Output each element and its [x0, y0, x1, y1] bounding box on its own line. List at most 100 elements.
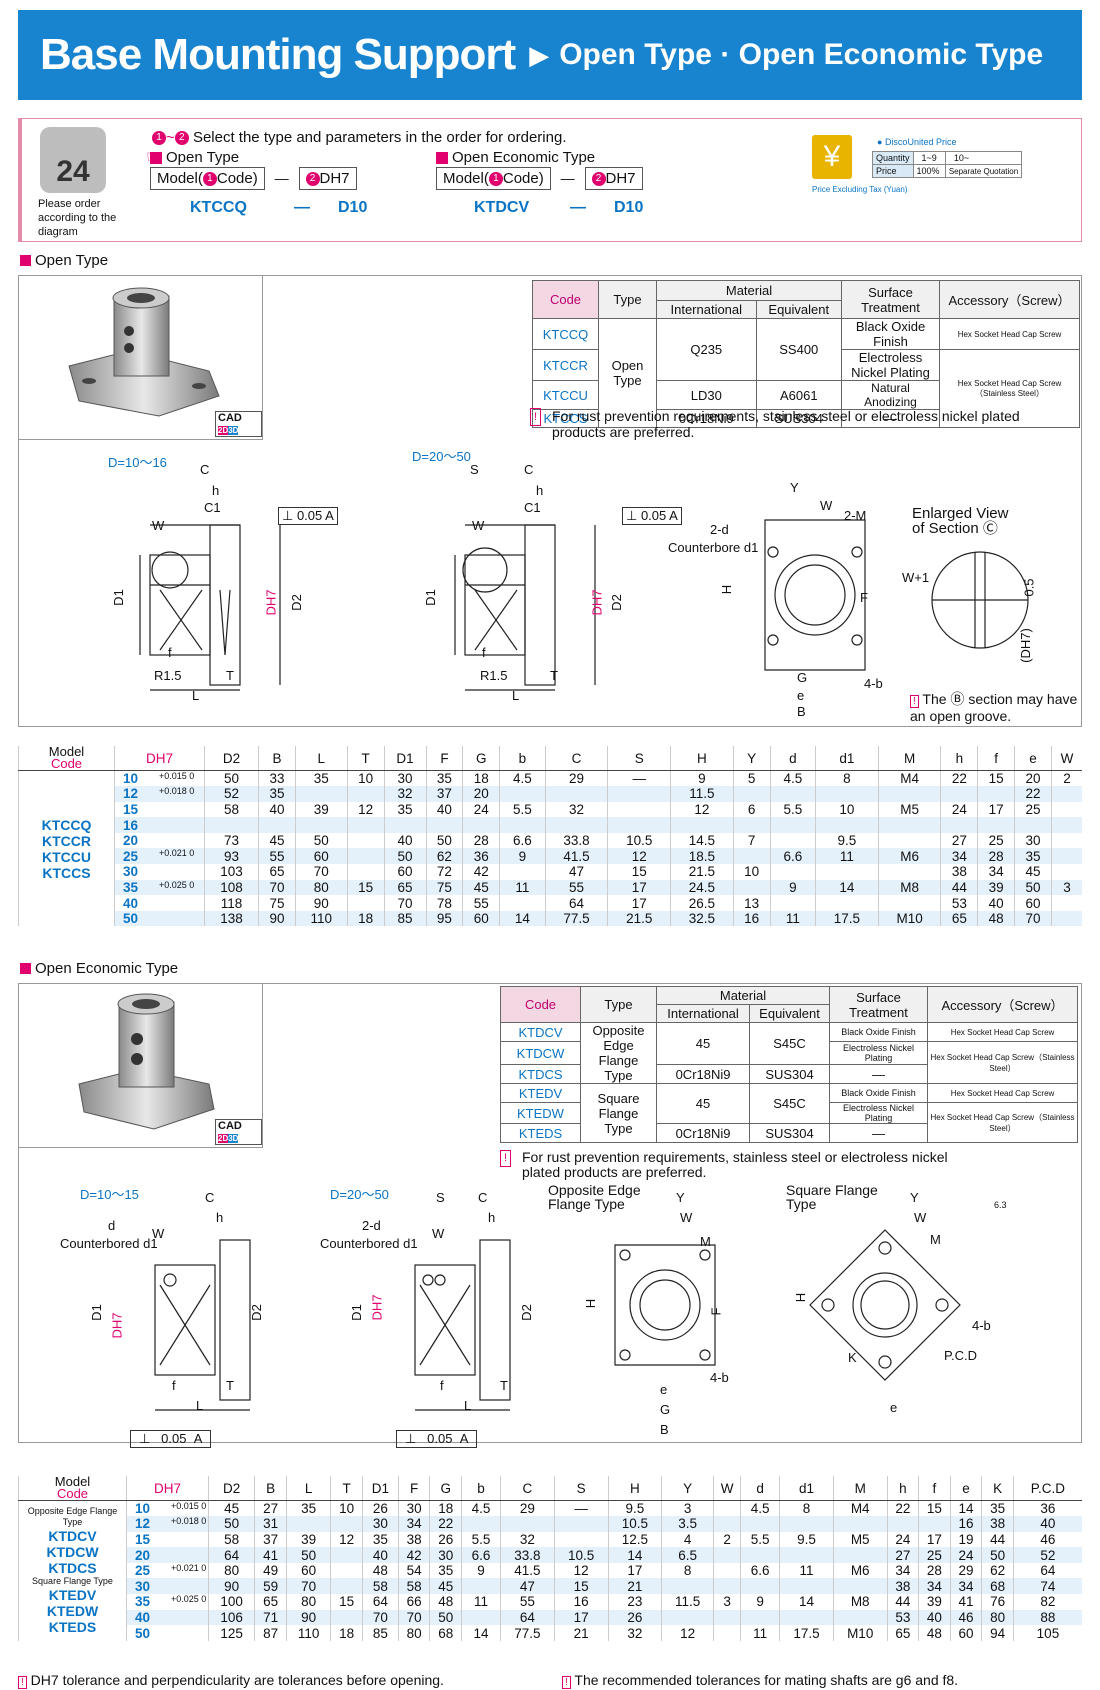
eco-opposite-flange-view — [614, 1244, 716, 1366]
table-cell: 138 — [203, 910, 259, 927]
dh7-cell: 20 — [114, 832, 205, 849]
table-cell: 80 — [294, 879, 348, 896]
table-cell: 93 — [203, 848, 259, 865]
dh7-cell: 35+0.025 0 — [126, 1594, 209, 1610]
table-cell — [877, 832, 941, 849]
column-header: D2 — [203, 746, 259, 771]
column-header: d1 — [779, 1476, 834, 1501]
open-type-heading: Open Type — [150, 149, 239, 166]
table-cell: 45 — [429, 1578, 462, 1595]
step-1-icon: 1 — [152, 131, 166, 146]
table-cell — [258, 817, 296, 833]
table-cell: 75 — [425, 879, 463, 896]
column-header: H — [670, 746, 734, 771]
table-cell: 33.8 — [500, 1547, 555, 1563]
table-cell: 60 — [285, 1562, 331, 1579]
table-cell: M5 — [832, 1531, 888, 1548]
table-cell — [1050, 895, 1082, 911]
table-cell: 22 — [886, 1500, 919, 1517]
table-cell: 47 — [500, 1578, 555, 1595]
tolerance-frame: ⊥ 0.05 A — [396, 1430, 478, 1448]
table-cell: 50 — [285, 1547, 331, 1563]
table-cell: 8 — [779, 1500, 834, 1517]
table-cell: 58 — [207, 1531, 255, 1548]
table-cell — [815, 895, 879, 911]
table-cell: 68 — [981, 1578, 1014, 1595]
table-cell — [553, 1516, 609, 1532]
table-cell — [732, 817, 771, 833]
table-cell: 23 — [607, 1594, 662, 1610]
table-cell: M6 — [877, 848, 941, 865]
open-photo-frame: CAD 2D3D — [18, 275, 263, 440]
b-section-note: ! The Ⓑ section may have an open groove. — [910, 691, 1078, 724]
table-cell — [425, 817, 463, 833]
column-header: Y — [661, 1476, 714, 1501]
table-cell: 70 — [294, 864, 348, 880]
table-cell: 64 — [1012, 1562, 1082, 1579]
table-cell: 48 — [361, 1562, 399, 1579]
open-drawing-small — [139, 524, 281, 691]
table-cell: 4.5 — [769, 770, 816, 787]
table-cell — [1050, 848, 1082, 865]
table-cell: 90 — [258, 910, 296, 927]
price-note: Price Excluding Tax (Yuan) — [812, 185, 908, 194]
table-cell: 44 — [940, 879, 978, 896]
table-cell: 118 — [203, 895, 259, 911]
table-cell: 44 — [981, 1531, 1014, 1548]
table-cell: 4.5 — [461, 1500, 501, 1517]
table-cell: 75 — [258, 895, 296, 911]
yen-price-icon: ¥ — [812, 135, 852, 179]
eco-rust-note: !For rust prevention requirements, stain… — [500, 1150, 960, 1180]
table-cell: M8 — [877, 879, 941, 896]
open-rust-note: !For rust prevention requirements, stain… — [530, 408, 1070, 440]
table-cell: 9 — [740, 1594, 780, 1610]
table-cell — [940, 817, 978, 833]
table-cell: 25 — [977, 832, 1015, 849]
table-cell: 40 — [977, 895, 1015, 911]
table-cell: 24 — [886, 1531, 919, 1548]
table-cell: 14 — [461, 1625, 501, 1641]
table-cell: 14 — [815, 879, 879, 896]
table-cell: 103 — [203, 864, 259, 880]
column-header: M — [877, 746, 941, 771]
column-header: C — [544, 746, 608, 771]
table-cell: 64 — [207, 1547, 255, 1563]
table-cell: 62 — [425, 848, 463, 865]
dh7-cell: 50 — [114, 910, 205, 927]
table-cell: — — [607, 770, 671, 787]
open-drawing-large — [454, 524, 596, 691]
table-cell — [769, 864, 816, 880]
table-cell: 28 — [462, 832, 500, 849]
phone-24-icon: 24 — [40, 127, 106, 193]
table-cell — [499, 786, 546, 802]
table-cell — [461, 1578, 501, 1595]
table-cell — [713, 1500, 741, 1517]
table-cell: 28 — [918, 1562, 951, 1579]
table-cell: 29 — [949, 1562, 982, 1579]
table-cell: 95 — [425, 910, 463, 927]
table-cell: 45 — [1014, 864, 1052, 880]
table-cell — [877, 786, 941, 802]
column-header: D1 — [361, 1476, 399, 1501]
table-cell: 65 — [886, 1625, 919, 1641]
table-cell — [500, 1516, 555, 1532]
table-cell: 71 — [254, 1609, 287, 1626]
footer-left-note: ! DH7 tolerance and perpendicularity are… — [18, 1672, 444, 1689]
table-cell: 21.5 — [607, 910, 671, 927]
table-cell: 6.6 — [769, 848, 816, 865]
table-cell — [1050, 832, 1082, 849]
table-cell: 22 — [940, 770, 978, 787]
table-cell: 50 — [203, 770, 259, 787]
table-cell: 10 — [815, 801, 879, 818]
eco-section-frame — [18, 983, 1082, 1443]
table-cell: 26.5 — [670, 895, 734, 911]
table-cell: 27 — [254, 1500, 287, 1517]
table-cell: 64 — [500, 1609, 555, 1626]
